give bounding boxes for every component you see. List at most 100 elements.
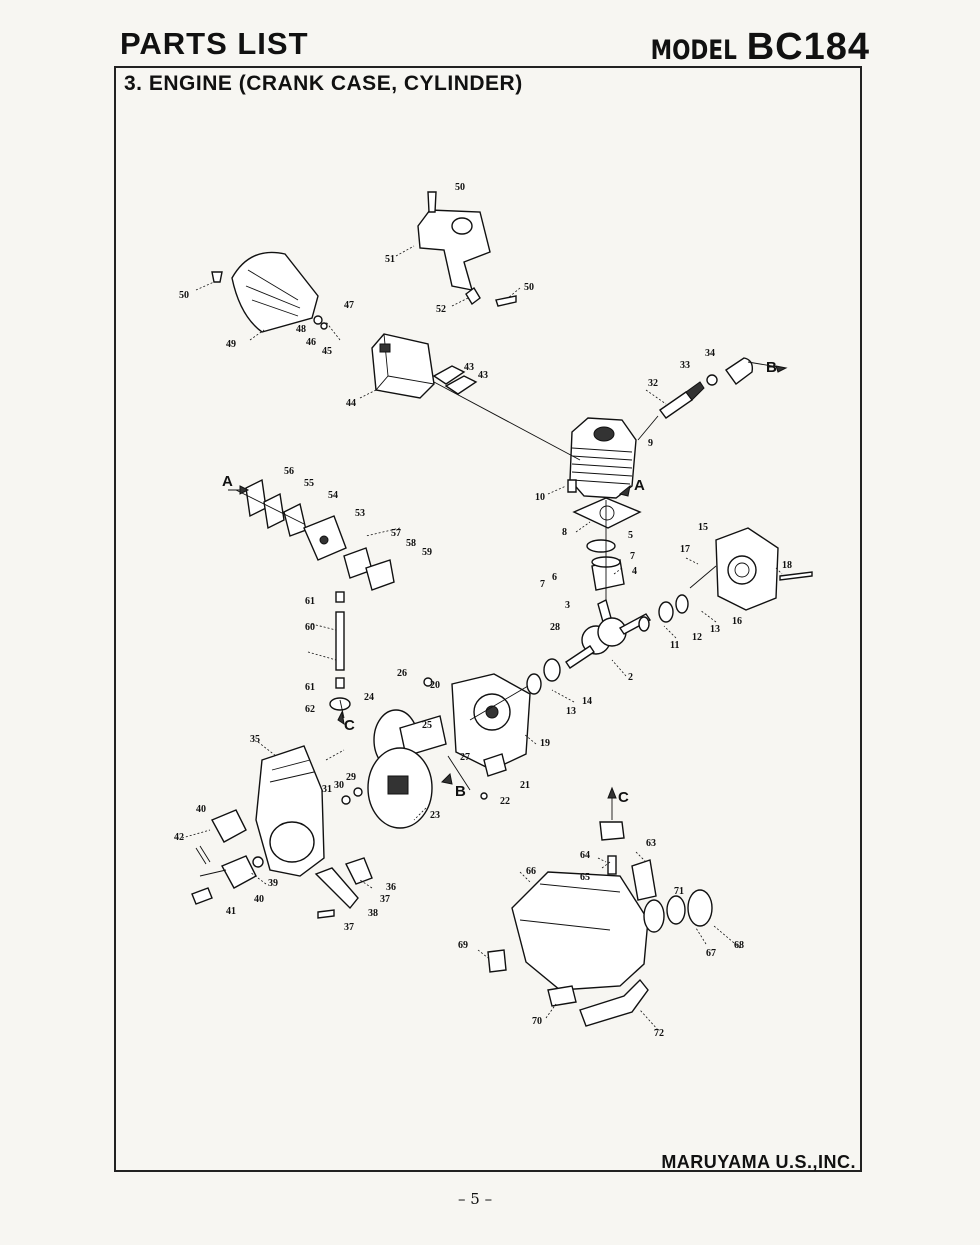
callout-50: 50 [455,182,465,193]
callout-8: 8 [562,527,567,538]
callout-56: 56 [284,466,294,477]
callout-60: 60 [305,622,315,633]
fuel-tank [487,821,713,1027]
callout-38: 38 [368,908,378,919]
callout-24: 24 [364,692,374,703]
callout-44: 44 [346,398,356,409]
ref-marker-b2: B [455,783,466,800]
callout-47: 47 [344,300,354,311]
callout-14: 14 [582,696,592,707]
fan-cover [255,745,325,877]
muffler-cover [231,251,319,333]
callout-34: 34 [705,348,715,359]
callout-23: 23 [430,810,440,821]
page-number: – 5 – [458,1190,493,1208]
assembly-axes [199,361,785,877]
leader-lines [181,245,783,1031]
callout-9: 9 [648,438,653,449]
callout-39: 39 [268,878,278,889]
callout-50: 50 [524,282,534,293]
callout-53: 53 [355,508,365,519]
callout-66: 66 [526,866,536,877]
callout-72: 72 [654,1028,664,1039]
carburetor [245,478,395,591]
ignition-flywheel [367,709,447,829]
callout-15: 15 [698,522,708,533]
callout-64: 64 [580,850,590,861]
ref-marker-c1: C [344,717,355,734]
callout-6: 6 [552,572,557,583]
callout-52: 52 [436,304,446,315]
parts-list-title: PARTS LIST [120,26,309,61]
callout-65: 65 [580,872,590,883]
model-heading: MODEL BC184 [629,26,870,69]
callout-63: 63 [646,838,656,849]
piston [586,539,625,591]
callout-12: 12 [692,632,702,643]
callout-29: 29 [346,772,356,783]
callout-13: 13 [566,706,576,717]
fuel-line [329,591,351,711]
callout-50: 50 [179,290,189,301]
callout-37: 37 [344,922,354,933]
callout-28: 28 [550,622,560,633]
callout-5: 5 [628,530,633,541]
callout-62: 62 [305,704,315,715]
callout-35: 35 [250,734,260,745]
callout-61: 61 [305,682,315,693]
ref-marker-b1: B [766,359,777,376]
callout-71: 71 [674,886,684,897]
callout-22: 22 [500,796,510,807]
callout-18: 18 [782,560,792,571]
callout-49: 49 [226,339,236,350]
callout-36: 36 [386,882,396,893]
reference-markers: A A B B C C [222,359,788,806]
callout-68: 68 [734,940,744,951]
callout-70: 70 [532,1016,542,1027]
callout-7: 7 [630,551,635,562]
cylinder-gasket [572,497,642,529]
model-label: MODEL [650,35,737,66]
callout-40: 40 [254,894,264,905]
muffler [371,333,435,399]
callout-11: 11 [670,640,679,651]
callout-19: 19 [540,738,550,749]
callout-4: 4 [632,566,637,577]
callout-20: 20 [430,680,440,691]
model-number: BC184 [746,26,870,68]
callout-69: 69 [458,940,468,951]
bearings [526,594,689,695]
callout-31: 31 [322,784,332,795]
callout-58: 58 [406,538,416,549]
callout-67: 67 [706,948,716,959]
callout-16: 16 [732,616,742,627]
callout-30: 30 [334,780,344,791]
diagram-frame [114,66,862,1172]
callout-21: 21 [520,780,530,791]
callout-37: 37 [380,894,390,905]
callout-13: 13 [710,624,720,635]
stop-switch-bracket [314,857,373,919]
crankshaft [565,598,652,669]
callout-55: 55 [304,478,314,489]
callout-7: 7 [540,579,545,590]
callout-40: 40 [196,804,206,815]
callout-46: 46 [306,337,316,348]
muffler-gaskets [432,365,478,395]
callout-51: 51 [385,254,395,265]
cylinder [569,417,637,499]
callout-27: 27 [460,752,470,763]
callout-54: 54 [328,490,338,501]
callout-33: 33 [680,360,690,371]
callout-43: 43 [478,370,488,381]
callout-17: 17 [680,544,690,555]
callout-25: 25 [422,720,432,731]
heat-shield [417,191,491,291]
callout-43: 43 [464,362,474,373]
callout-10: 10 [535,492,545,503]
callout-42: 42 [174,832,184,843]
ref-marker-a2: A [634,477,645,494]
callout-41: 41 [226,906,236,917]
spark-plug [659,357,754,419]
